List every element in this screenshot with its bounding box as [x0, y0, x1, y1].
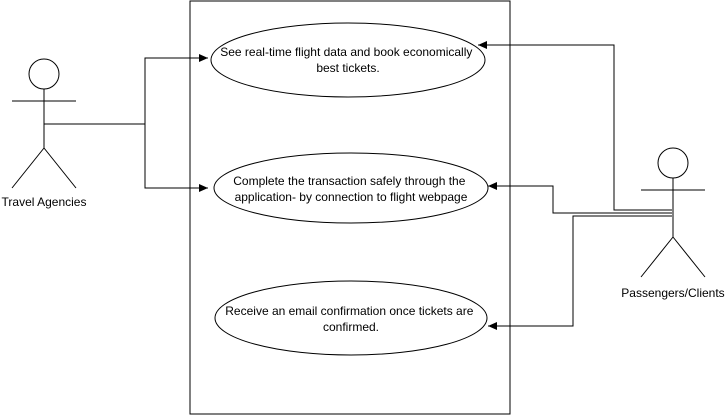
use-case-1: See real-time flight data and book econo… [210, 22, 486, 98]
svg-text:Complete the transaction safel: Complete the transaction safely through … [233, 174, 468, 204]
connector-passengers-uc3 [488, 215, 672, 330]
system-boundary [189, 0, 511, 415]
connector-travel-uc1 [44, 54, 208, 125]
connector-passengers-uc1 [478, 41, 672, 211]
use-case-3-line-1: Receive an email confirmation once ticke… [225, 304, 473, 318]
use-case-1-line-2: best tickets. [316, 61, 379, 75]
connector-travel-uc2 [144, 124, 208, 192]
svg-text:See real-time flight data and: See real-time flight data and book econo… [220, 45, 475, 75]
actor-head [28, 58, 60, 90]
actor-passengers-clients [640, 147, 706, 278]
connector-passengers-uc2 [488, 182, 672, 214]
svg-text:Receive an email confirmation: Receive an email confirmation once ticke… [225, 304, 476, 334]
use-case-2-line-1: Complete the transaction safely through … [233, 174, 465, 188]
actor-travel-agencies-label: Travel Agencies [2, 195, 87, 209]
actor-head [657, 147, 689, 179]
actor-travel-agencies [11, 58, 77, 189]
use-case-3: Receive an email confirmation once ticke… [214, 280, 488, 356]
use-case-3-line-2: confirmed. [323, 320, 379, 334]
use-case-2-line-2: application- by connection to flight web… [235, 190, 468, 204]
actor-passengers-clients-label: Passengers/Clients [621, 286, 724, 300]
use-case-1-line-1: See real-time flight data and book econo… [220, 45, 472, 59]
use-case-2: Complete the transaction safely through … [213, 152, 489, 224]
